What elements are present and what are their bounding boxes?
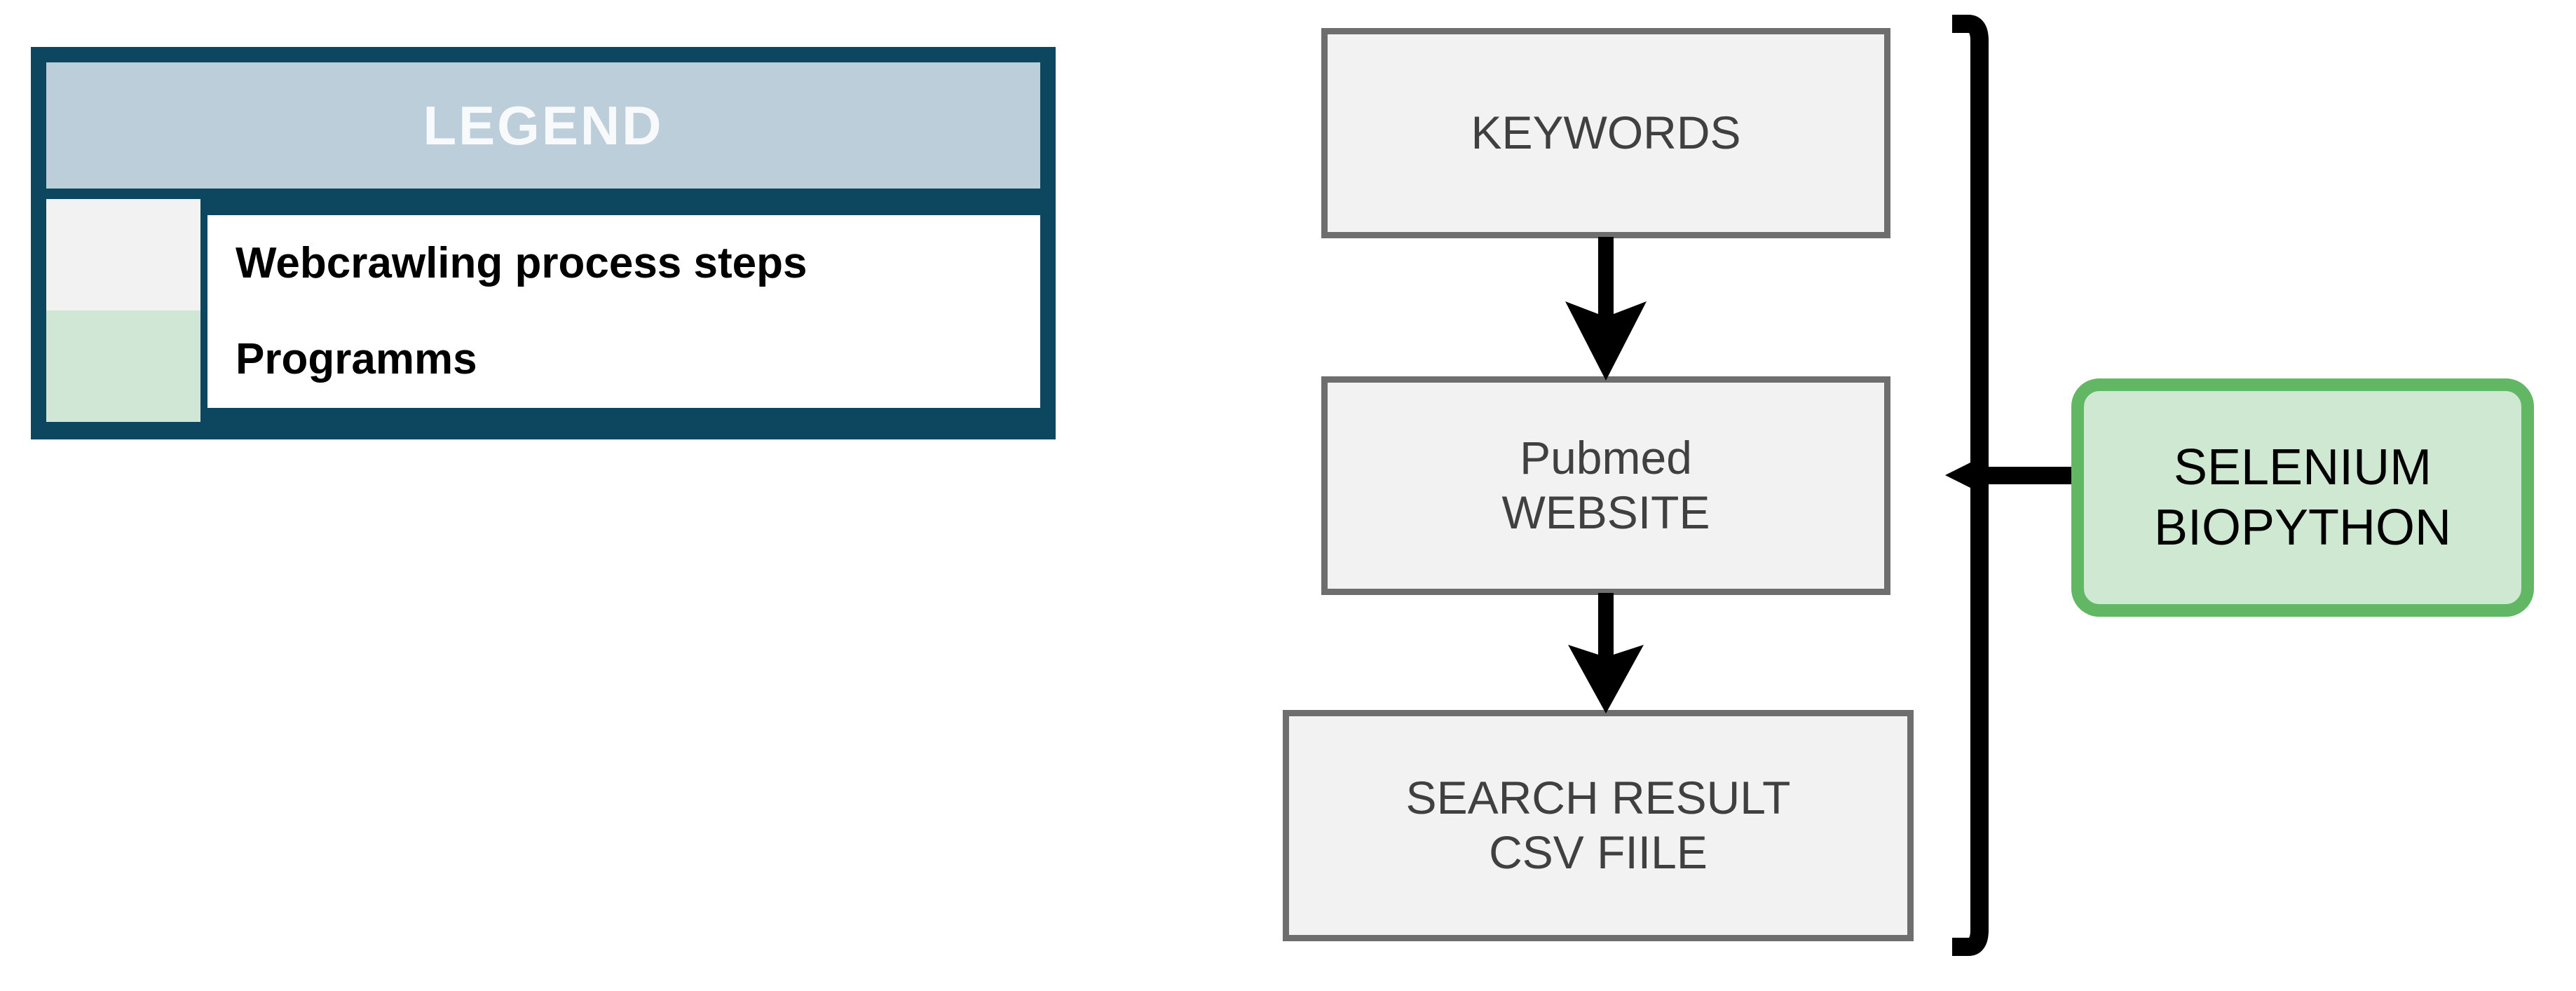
legend-item-programs-label: Programms <box>236 335 477 384</box>
legend-item-process-label: Webcrawling process steps <box>236 238 807 287</box>
flow-node-pubmed-website-label: Pubmed WEBSITE <box>1501 432 1710 538</box>
legend-header: LEGEND <box>46 62 1040 189</box>
process-swatch <box>46 199 200 310</box>
legend-swatch-column <box>46 199 200 422</box>
arrow-pubmed-to-csv-icon <box>1568 593 1644 713</box>
flow-node-search-result-csv-label: SEARCH RESULT CSV FIILE <box>1405 772 1791 878</box>
legend-panel: LEGEND Webcrawling process steps Program… <box>31 47 1056 439</box>
flow-node-keywords[interactable]: KEYWORDS <box>1321 28 1890 238</box>
legend-item-process: Webcrawling process steps <box>207 215 1040 312</box>
flow-node-pubmed-website[interactable]: Pubmed WEBSITE <box>1321 376 1890 595</box>
programs-swatch <box>46 310 200 422</box>
flow-node-keywords-label: KEYWORDS <box>1471 107 1741 159</box>
group-bracket-icon <box>1944 15 2071 956</box>
legend-label-panel: Webcrawling process steps Programms <box>207 215 1040 408</box>
flow-node-search-result-csv[interactable]: SEARCH RESULT CSV FIILE <box>1283 710 1914 941</box>
flow-node-selenium-biopython[interactable]: SELENIUM BIOPYTHON <box>2071 378 2534 617</box>
arrow-keywords-to-pubmed-icon <box>1565 237 1647 381</box>
legend-title: LEGEND <box>423 95 664 156</box>
legend-item-programs: Programms <box>207 312 1040 409</box>
flow-node-selenium-biopython-label: SELENIUM BIOPYTHON <box>2153 439 2452 556</box>
